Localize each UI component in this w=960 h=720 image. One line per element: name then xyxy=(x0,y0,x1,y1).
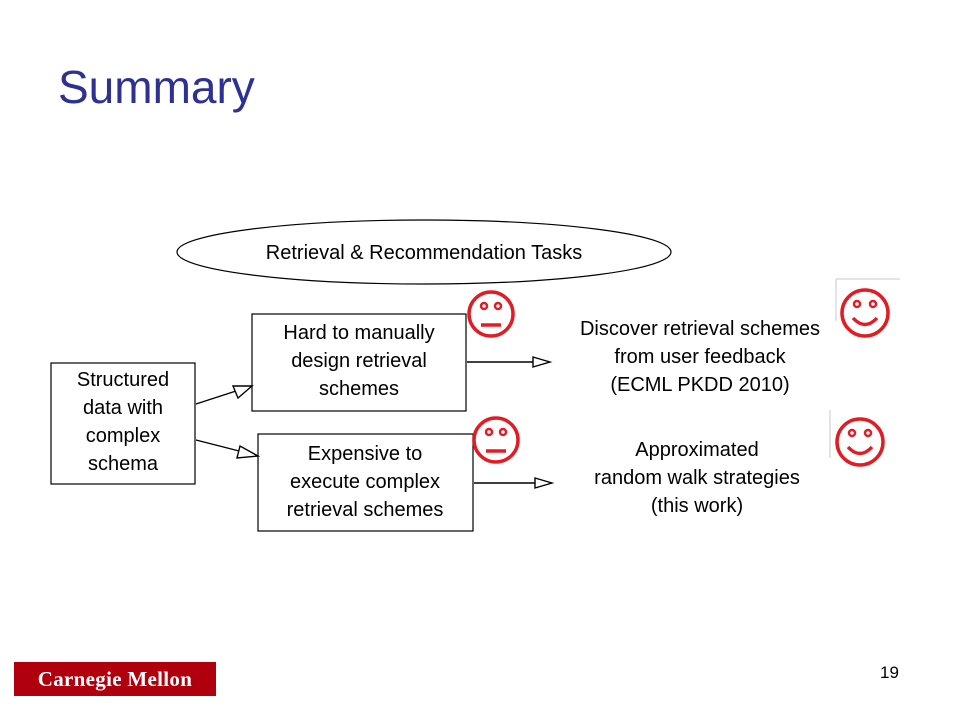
arrow-source-to-problem-2 xyxy=(195,439,261,459)
logo-text: Carnegie Mellon xyxy=(37,666,193,691)
smiley-face-icon xyxy=(835,278,900,338)
solution-1-line: Discover retrieval schemes xyxy=(580,318,820,340)
problem-1-line: schemes xyxy=(319,378,399,400)
problem-2-line: retrieval schemes xyxy=(287,499,444,521)
solution-2-line: Approximated xyxy=(635,439,758,461)
arrows xyxy=(195,356,555,489)
carnegie-mellon-logo: Carnegie Mellon xyxy=(14,662,216,696)
source-box-line: data with xyxy=(83,397,163,419)
tasks-ellipse-label: Retrieval & Recommendation Tasks xyxy=(266,242,582,264)
arrow-problem-1-to-solution-1 xyxy=(467,356,553,368)
neutral-face-icon xyxy=(472,416,520,464)
source-box-line: Structured xyxy=(77,369,169,391)
problem-1-line: design retrieval xyxy=(291,350,427,372)
problem-2-line: execute complex xyxy=(290,471,440,493)
problem-1-line: Hard to manually xyxy=(283,322,434,344)
source-box-line: complex xyxy=(86,425,160,447)
solution-2-text: Approximated random walk strategies (thi… xyxy=(594,439,800,517)
solution-2-line: (this work) xyxy=(651,495,743,517)
solution-1-line: from user feedback xyxy=(614,346,786,368)
source-box: Structured data with complex schema xyxy=(50,362,196,485)
slide-title: Summary xyxy=(58,61,255,113)
page-number: 19 xyxy=(880,663,899,682)
problem-2-line: Expensive to xyxy=(308,443,423,465)
arrow-problem-2-to-solution-2 xyxy=(474,477,555,489)
neutral-face-icon xyxy=(467,290,515,338)
tasks-ellipse: Retrieval & Recommendation Tasks xyxy=(176,219,672,285)
source-box-line: schema xyxy=(88,453,159,475)
solution-1-text: Discover retrieval schemes from user fee… xyxy=(580,318,820,396)
problem-box-2: Expensive to execute complex retrieval s… xyxy=(257,433,474,532)
solution-1-line: (ECML PKDD 2010) xyxy=(610,374,789,396)
arrow-source-to-problem-1 xyxy=(195,385,254,405)
smiley-face-icon xyxy=(829,410,885,467)
solution-2-line: random walk strategies xyxy=(594,467,800,489)
problem-box-1: Hard to manually design retrieval scheme… xyxy=(251,313,467,412)
